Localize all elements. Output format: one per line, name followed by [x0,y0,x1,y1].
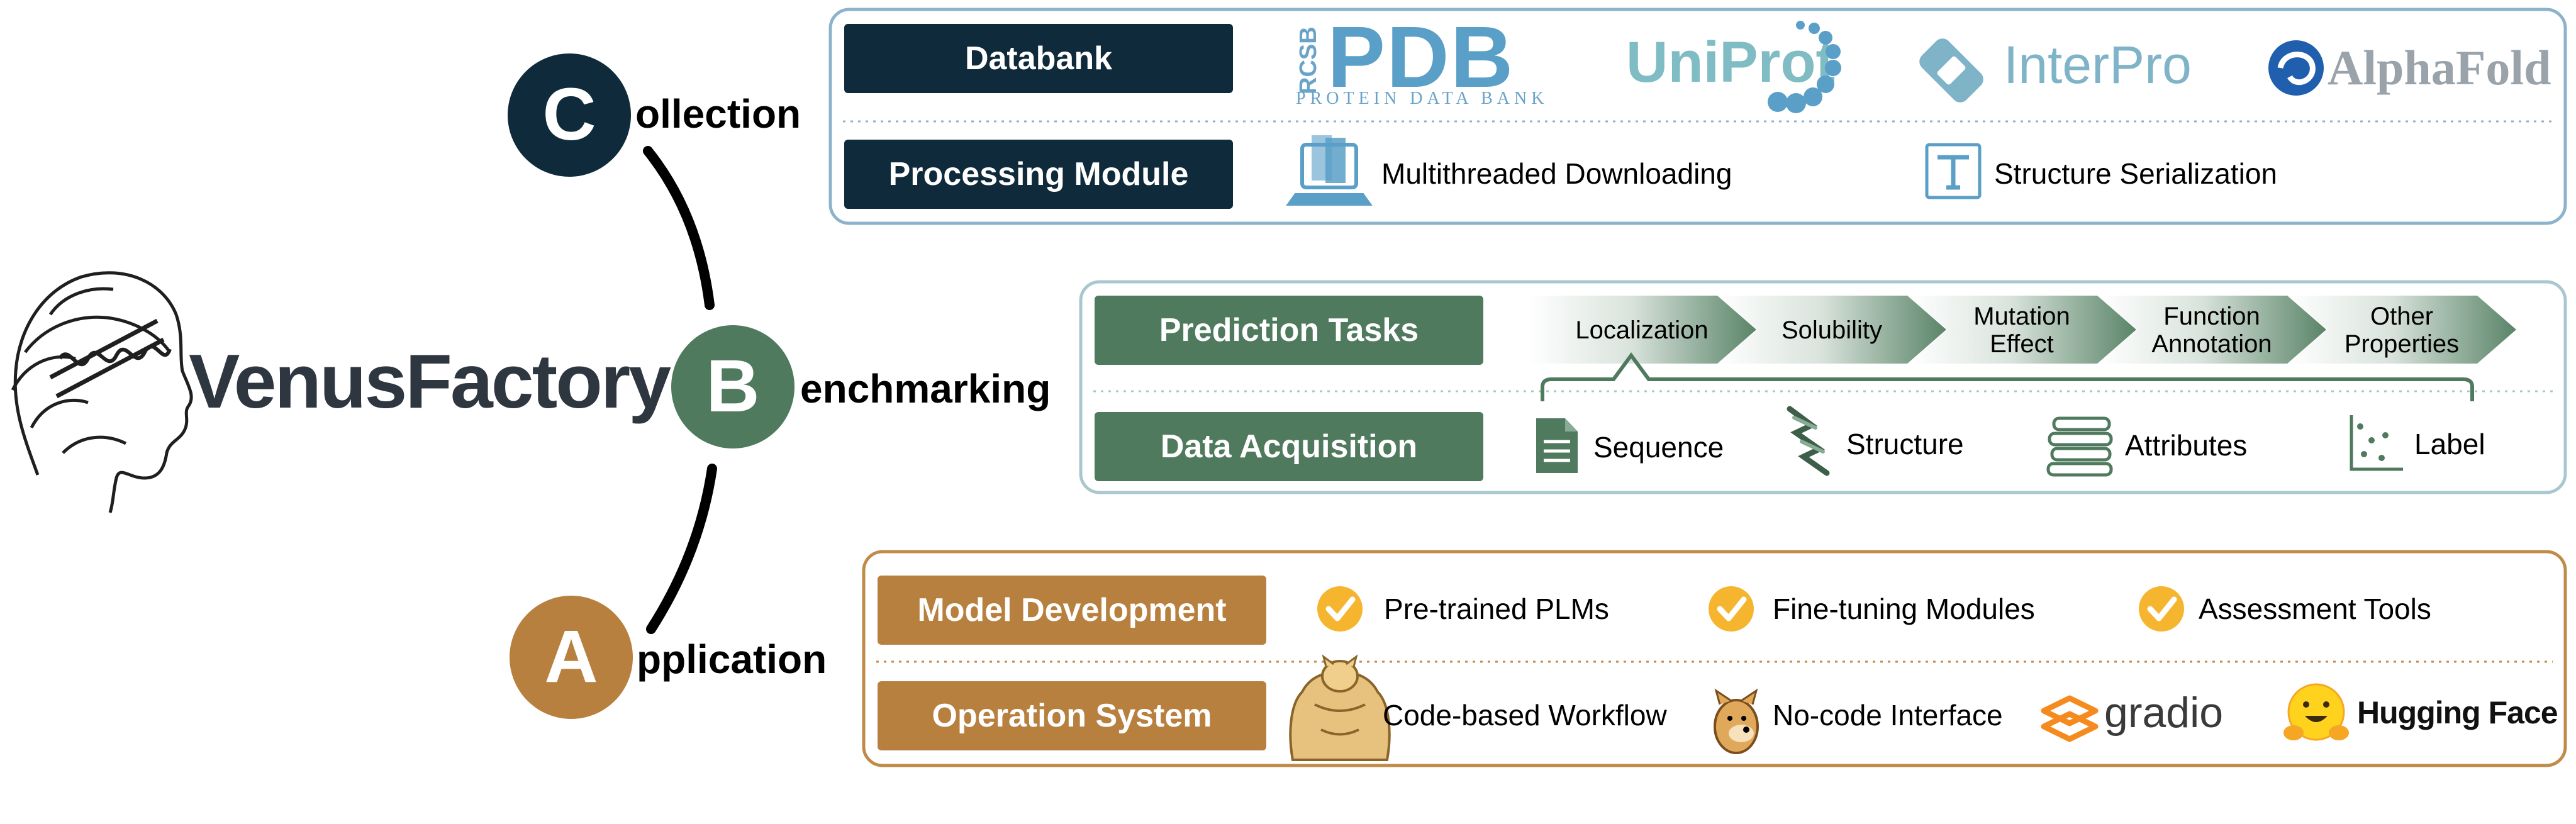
task-chevron-shape [2099,296,2326,364]
task-label: Effect [1990,330,2054,358]
label-label: Label [2414,428,2485,460]
processing-label: Processing Module [889,156,1189,192]
benchmarking-panel: Prediction Tasks Data Acquisition Locali… [1079,280,2567,494]
gradio-logo: gradio [2041,689,2223,742]
alphafold-swirl-icon [2268,40,2324,96]
task-chevron-shape [1909,296,2136,364]
os-label-box [878,681,1266,750]
application-panel: Model Development Operation System Pre-t… [862,550,2567,767]
hugging-face-logo-text: Hugging Face [2357,695,2558,730]
fine-tuning-modules: Fine-tuning Modules [1773,593,2035,625]
prediction-label-box [1095,296,1483,365]
sequence-label: Sequence [1593,431,1724,464]
model-label-box [878,576,1266,645]
attributes-label: Attributes [2125,429,2247,462]
collection-rest: ollection [635,91,801,136]
collection-letter: C [542,73,596,156]
task-chevron-shape [1529,296,1756,364]
interpro-logo-text: InterPro [2004,35,2192,94]
uniprot-dots-icon [1768,21,1841,113]
pdb-logo-rcsb: RCSB [1295,26,1322,94]
collection-panel-frame [828,8,2567,225]
no-code-interface: No-code Interface [1773,699,2003,732]
venus-head-logo [11,271,193,513]
document-icon [1536,418,1578,473]
check-circle-icon [1709,586,1754,632]
task-chevron: Localization [1529,296,1756,364]
databank-label-box [844,24,1233,93]
pdb-logo-subtitle: PROTEIN DATA BANK [1296,89,1548,108]
multithreaded-downloading: Multithreaded Downloading [1381,157,1732,190]
alphafold-logo: AlphaFold [2268,40,2551,96]
operation-system-label: Operation System [932,698,1212,734]
check-circle-icon [1317,586,1363,632]
gradio-logo-text: gradio [2104,689,2223,737]
interpro-logo: InterPro [1919,35,2192,103]
pdb-logo: RCSB PDB PROTEIN DATA BANK [1295,9,1548,108]
uniprot-logo: UniProt [1626,21,1841,113]
databank-label: Databank [965,40,1112,77]
stage-connectors [643,146,717,634]
text-t-icon [1925,143,1982,199]
acquisition-label-box [1095,412,1483,481]
collection-panel: Databank Processing Module RCSB PDB PROT… [828,8,2567,225]
task-chevron: Solubility [1719,296,1946,364]
application-circle [510,596,633,719]
tasks-brace [1541,352,2474,401]
interpro-mark-icon [1919,38,1983,103]
benchmarking-rest: enchmarking [800,366,1051,411]
structure-serialization: Structure Serialization [1994,157,2277,190]
helix-icon [1787,406,1830,476]
collection-circle [508,53,631,177]
gradio-mark-icon [2041,695,2099,742]
benchmarking-circle [671,325,795,448]
stage-application: A pplication [510,596,827,719]
task-label: Function [2163,303,2260,330]
data-acquisition-label: Data Acquisition [1161,428,1417,465]
pretrained-plms: Pre-trained PLMs [1384,593,1609,625]
application-letter: A [544,615,598,698]
model-development-label: Model Development [917,592,1226,628]
task-label: Mutation [1973,303,2070,330]
hugging-face-logo: Hugging Face [2283,683,2558,741]
processing-label-box [844,140,1233,209]
uniprot-logo-text: UniProt [1626,30,1835,94]
brand-name: VenusFactory [189,338,671,424]
task-label: Properties [2345,330,2459,358]
prediction-tasks-label: Prediction Tasks [1159,312,1419,348]
task-label: Other [2370,303,2433,330]
structure-label: Structure [1846,428,1964,460]
task-label: Solubility [1781,316,1882,344]
code-based-workflow: Code-based Workflow [1383,699,1667,732]
scatter-icon [2350,415,2403,471]
hugging-face-emoji-icon [2283,683,2349,741]
stage-benchmarking: B enchmarking [671,325,1051,448]
book-stack-icon [2046,416,2113,477]
pdb-logo-text: PDB [1327,9,1514,106]
task-label: Annotation [2151,330,2272,358]
muscle-doge-icon [1289,654,1391,761]
application-rest: pplication [637,637,827,682]
benchmarking-letter: B [706,345,759,428]
cheems-doge-icon [1714,688,1759,754]
task-label: Localization [1575,316,1708,344]
stage-collection: C ollection [508,53,801,177]
assessment-tools: Assessment Tools [2199,593,2431,625]
alphafold-logo-text: AlphaFold [2328,40,2551,95]
download-stack-icon [1286,135,1373,206]
task-chevron-shape [1719,296,1946,364]
check-circle-icon [2139,586,2184,632]
task-chevron-shape [2289,296,2516,364]
